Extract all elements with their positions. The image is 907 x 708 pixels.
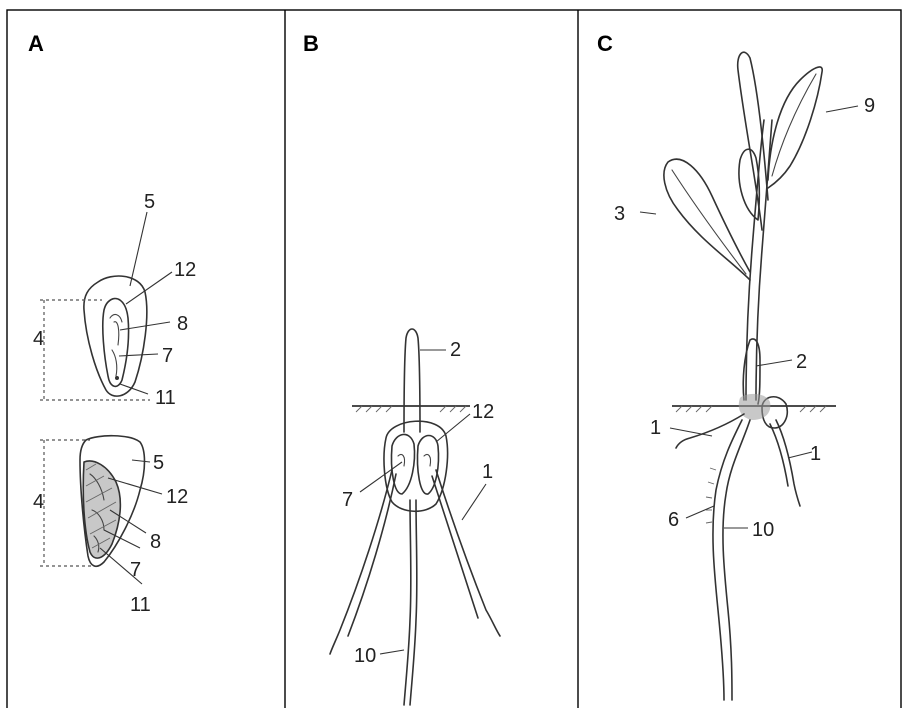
seed-bottom-embryo-shade xyxy=(83,461,120,558)
leader-a-top-5 xyxy=(130,212,147,286)
leader-b-10 xyxy=(380,650,404,654)
leader-c-6 xyxy=(686,506,714,518)
leader-c-2 xyxy=(756,360,792,366)
leader-a-top-12 xyxy=(126,272,172,304)
leader-c-9 xyxy=(826,106,858,112)
seed-top-scutellum xyxy=(110,315,122,322)
label-c-3: 3 xyxy=(614,203,625,225)
leader-c-3 xyxy=(640,212,656,214)
seed-top-radicle xyxy=(112,350,117,376)
label-c-2: 2 xyxy=(796,351,807,373)
seminal-root-left-b xyxy=(330,470,392,654)
label-a-top-5: 5 xyxy=(144,191,155,213)
label-b-1: 1 xyxy=(482,461,493,483)
label-c-6: 6 xyxy=(668,509,679,531)
panel-b-title: B xyxy=(303,31,319,56)
label-a-top-8: 8 xyxy=(177,313,188,335)
label-a-bottom-11: 11 xyxy=(130,594,151,616)
label-a-bottom-12: 12 xyxy=(166,486,188,508)
panel-c-title: C xyxy=(597,31,613,56)
label-c-9: 9 xyxy=(864,95,875,117)
panel-a-diagram: 5 12 8 4 7 11 5 4 12 8 7 11 xyxy=(33,191,196,616)
seed-top-tip xyxy=(115,376,119,380)
label-a-bottom-8: 8 xyxy=(150,531,161,553)
seed-top-plumule xyxy=(114,322,119,345)
label-a-top-7: 7 xyxy=(162,345,173,367)
label-b-2: 2 xyxy=(450,339,461,361)
leader-a-bottom-5 xyxy=(132,460,150,462)
label-b-10: 10 xyxy=(354,645,376,667)
label-b-12: 12 xyxy=(472,401,494,423)
panel-c-diagram: 9 3 2 1 1 6 10 xyxy=(614,52,875,700)
label-a-bottom-5: 5 xyxy=(153,452,164,474)
coleoptile-b xyxy=(404,329,420,432)
main-root-c xyxy=(713,420,742,700)
leader-a-top-7 xyxy=(119,354,158,356)
seed-b-inner-left xyxy=(391,434,414,494)
panel-a-title: A xyxy=(28,31,44,56)
leaf-upper-right-c xyxy=(768,67,822,188)
label-c-1-right: 1 xyxy=(810,443,821,465)
label-b-7: 7 xyxy=(342,489,353,511)
label-c-1-left: 1 xyxy=(650,417,661,439)
seed-top-embryo xyxy=(103,299,129,387)
adventitious-root-right-c xyxy=(776,420,800,506)
leader-a-top-8 xyxy=(120,322,170,330)
primary-root-b xyxy=(404,500,411,705)
seminal-root-right-b xyxy=(436,470,500,636)
label-c-10: 10 xyxy=(752,519,774,541)
leader-c-1-right xyxy=(788,452,812,458)
label-a-bottom-7: 7 xyxy=(130,559,141,581)
panel-b-diagram: 2 12 7 1 10 xyxy=(330,329,500,705)
label-a-top-12: 12 xyxy=(174,259,196,281)
leaf-tall-c xyxy=(738,52,768,230)
leader-b-1 xyxy=(462,484,486,520)
label-a-top-4: 4 xyxy=(33,328,44,350)
label-a-bottom-4: 4 xyxy=(33,491,44,513)
label-a-top-11: 11 xyxy=(155,387,176,409)
